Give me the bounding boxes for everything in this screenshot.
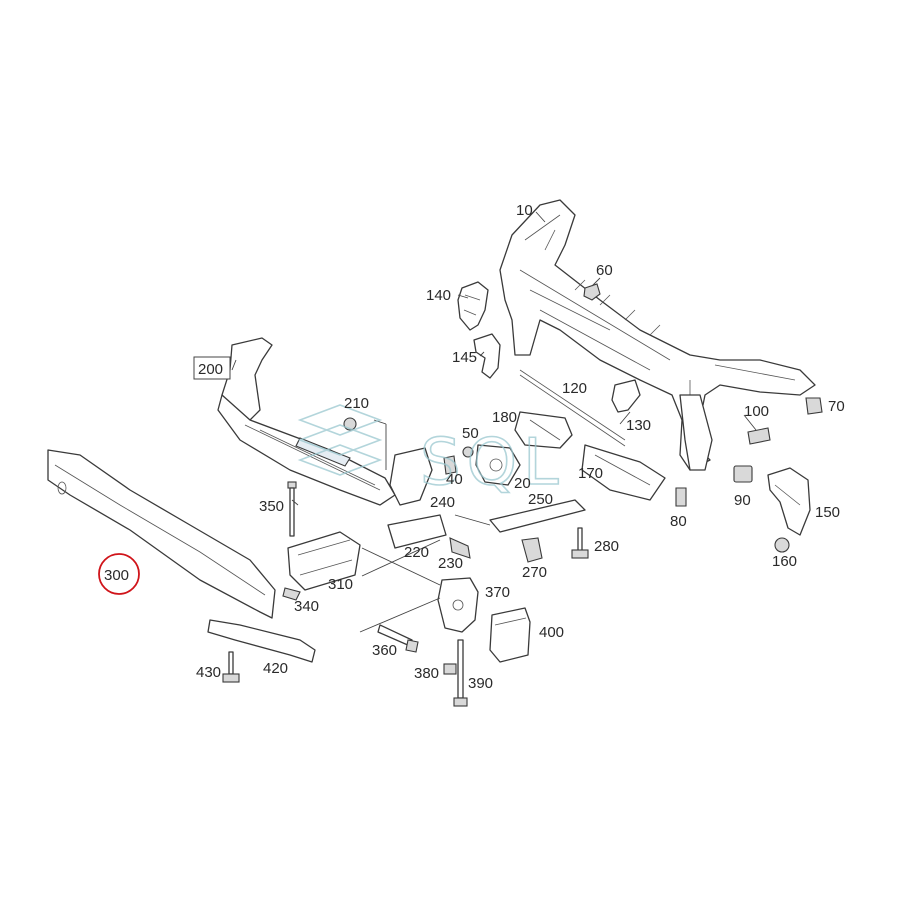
screw-part-70 bbox=[805, 397, 823, 415]
callout-130: 130 bbox=[626, 417, 651, 434]
bumper-reinforcement-part-300 bbox=[47, 449, 276, 619]
bolt-part-270 bbox=[521, 537, 543, 563]
latch-bracket-part-180 bbox=[514, 411, 573, 449]
callout-230: 230 bbox=[438, 555, 463, 572]
bracket-part-145 bbox=[473, 333, 501, 379]
nut-part-380 bbox=[443, 663, 457, 675]
mount-part-370 bbox=[437, 577, 479, 633]
bolt-part-390 bbox=[453, 639, 468, 707]
callout-350: 350 bbox=[259, 498, 284, 515]
callout-240: 240 bbox=[430, 494, 455, 511]
callout-340: 340 bbox=[294, 598, 319, 615]
callout-140: 140 bbox=[426, 287, 451, 304]
callout-200: 200 bbox=[198, 361, 223, 378]
front-end-carrier-part-10 bbox=[499, 199, 816, 471]
clip-part-60 bbox=[583, 283, 601, 301]
bolt-part-230 bbox=[449, 537, 471, 559]
callout-box-200 bbox=[193, 356, 231, 380]
mount-part-310 bbox=[287, 531, 361, 591]
bracket-assembly-part-200 bbox=[217, 337, 396, 506]
bolt-part-350 bbox=[287, 481, 297, 537]
crossbar-part-250 bbox=[489, 499, 586, 533]
callout-220: 220 bbox=[404, 544, 429, 561]
callout-10: 10 bbox=[516, 202, 533, 219]
callout-300: 300 bbox=[104, 567, 129, 584]
callout-370: 370 bbox=[485, 584, 510, 601]
seal-strip-part-120 bbox=[519, 369, 626, 447]
watermark-text: SQL bbox=[420, 426, 565, 500]
bracket-part-240 bbox=[389, 447, 433, 506]
callout-80: 80 bbox=[670, 513, 687, 530]
callout-120: 120 bbox=[562, 380, 587, 397]
leader-lines bbox=[231, 211, 757, 633]
callout-400: 400 bbox=[539, 624, 564, 641]
callout-60: 60 bbox=[596, 262, 613, 279]
bolt-part-430 bbox=[222, 651, 240, 683]
bolt-part-360 bbox=[377, 624, 419, 653]
bracket-part-140 bbox=[457, 281, 489, 331]
absorber-strip-part-420 bbox=[207, 619, 316, 663]
callout-labels: 10 60 140 145 200 120 210 180 50 130 100… bbox=[98, 202, 845, 692]
bracket-part-130 bbox=[611, 379, 641, 413]
callout-270: 270 bbox=[522, 564, 547, 581]
bolt-part-280 bbox=[571, 527, 589, 559]
callout-180: 180 bbox=[492, 409, 517, 426]
watermark-logo: SQL bbox=[297, 404, 565, 501]
callout-430: 430 bbox=[196, 664, 221, 681]
nut-part-90 bbox=[733, 465, 753, 483]
callout-250: 250 bbox=[528, 491, 553, 508]
hood-latch-part-20 bbox=[475, 444, 521, 486]
air-guide-part-150 bbox=[767, 467, 811, 536]
deflector-part-170 bbox=[581, 444, 666, 501]
callout-380: 380 bbox=[414, 665, 439, 682]
callout-210: 210 bbox=[344, 395, 369, 412]
callout-280: 280 bbox=[594, 538, 619, 555]
screw-part-100 bbox=[747, 427, 771, 445]
callout-145: 145 bbox=[452, 349, 477, 366]
callout-420: 420 bbox=[263, 660, 288, 677]
screw-part-80 bbox=[675, 487, 687, 507]
callout-40: 40 bbox=[446, 471, 463, 488]
fastener-part-40 bbox=[443, 455, 457, 475]
callout-20: 20 bbox=[514, 475, 531, 492]
callout-70: 70 bbox=[828, 398, 845, 415]
callout-90: 90 bbox=[734, 492, 751, 509]
crash-box-part-400 bbox=[489, 607, 531, 663]
nut-part-160 bbox=[774, 537, 790, 553]
callout-50: 50 bbox=[462, 425, 479, 442]
bracket-part-220 bbox=[387, 514, 447, 549]
callout-160: 160 bbox=[772, 553, 797, 570]
callout-170: 170 bbox=[578, 465, 603, 482]
callout-390: 390 bbox=[468, 675, 493, 692]
callout-100: 100 bbox=[744, 403, 769, 420]
callout-150: 150 bbox=[815, 504, 840, 521]
fastener-part-50 bbox=[462, 446, 474, 458]
callout-360: 360 bbox=[372, 642, 397, 659]
highlight-circle-300 bbox=[98, 553, 140, 595]
clip-part-340 bbox=[282, 587, 301, 601]
callout-310: 310 bbox=[328, 576, 353, 593]
